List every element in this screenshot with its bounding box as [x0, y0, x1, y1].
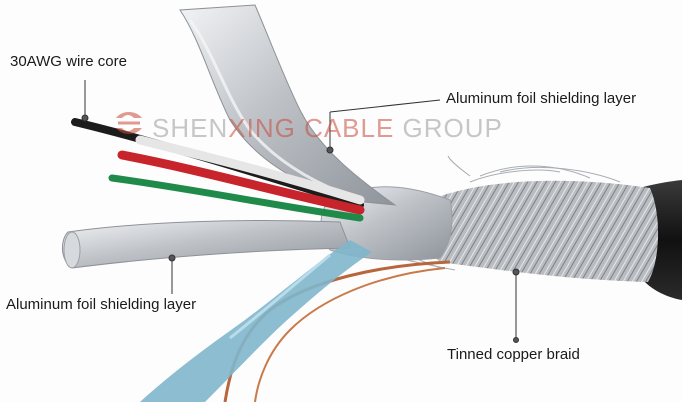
tinned-copper-braid — [422, 180, 659, 282]
watermark-part-3 — [296, 113, 304, 143]
blue-foil-ribbon — [140, 240, 372, 402]
label-wire-core: 30AWG wire core — [10, 53, 127, 70]
wire-white — [135, 135, 365, 205]
shenxing-logo-icon — [116, 112, 142, 134]
wire-cores — [71, 118, 365, 222]
leader-lines — [81, 80, 520, 343]
aluminum-foil-shield-left — [62, 219, 351, 269]
watermark-part-2: XING — [228, 113, 296, 143]
wire-green — [108, 174, 364, 222]
watermark-part-4: CABLE — [304, 113, 395, 143]
label-foil-top: Aluminum foil shielding layer — [446, 90, 637, 107]
watermark-part-1: SHEN — [152, 113, 229, 143]
label-foil-left: Aluminum foil shielding layer — [6, 296, 197, 313]
watermark-part-5: GROUP — [394, 113, 503, 143]
label-braid: Tinned copper braid — [447, 346, 580, 363]
watermark-text: SHENXING CABLE GROUP — [152, 113, 503, 143]
wire-red — [117, 150, 365, 215]
braid-strands — [394, 155, 621, 271]
